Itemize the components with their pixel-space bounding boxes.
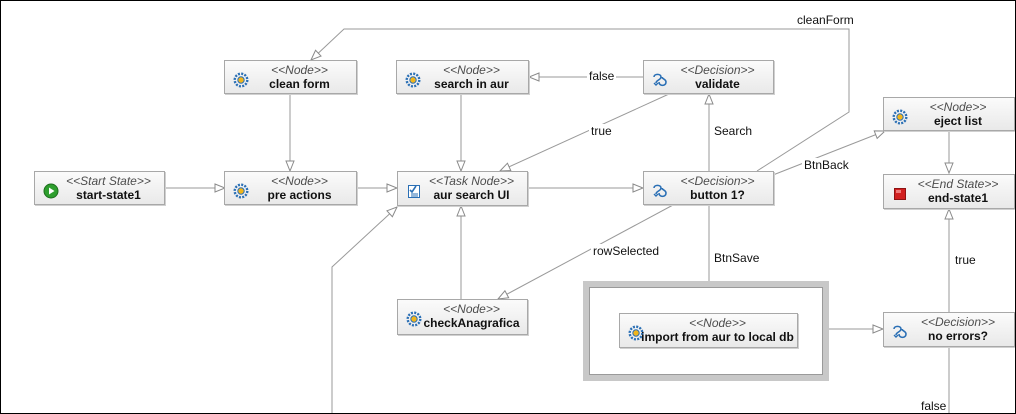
node-stereotype: <<Node>> [271, 63, 328, 77]
edge-label-btnback: BtnBack [802, 158, 851, 172]
node-search-in-aur[interactable]: <<Node>> search in aur [396, 60, 529, 94]
node-check-anagrafica[interactable]: <<Node>> checkAnagrafica [397, 299, 528, 335]
node-name: end-state1 [927, 191, 989, 205]
node-stereotype: <<Node>> [271, 174, 328, 188]
node-stereotype: <<Task Node>> [429, 174, 514, 188]
node-stereotype: <<Node>> [443, 302, 500, 316]
gear-icon [892, 109, 908, 125]
edge-validate-true[interactable] [500, 93, 670, 171]
end-icon [892, 186, 908, 202]
node-eject-list[interactable]: <<Node>> eject list [883, 97, 1015, 131]
edge-to-searchui-from-left[interactable] [331, 207, 397, 413]
node-name: no errors? [927, 329, 988, 343]
gear-icon [406, 311, 422, 327]
start-icon [43, 183, 59, 199]
edge-label-rowselected: rowSelected [591, 244, 662, 258]
edge-label-true-noerrors: true [953, 253, 978, 267]
node-name: pre actions [267, 188, 332, 202]
gear-icon [405, 72, 421, 88]
decision-icon [652, 183, 668, 199]
node-name: checkAnagrafica [423, 316, 520, 330]
gear-icon [628, 325, 644, 341]
node-button-1[interactable]: <<Decision>> button 1? [643, 171, 774, 205]
node-name: validate [695, 77, 740, 91]
node-name: import from aur to local db [641, 330, 794, 344]
node-clean-form[interactable]: <<Node>> clean form [224, 60, 357, 94]
node-name: button 1? [690, 188, 745, 202]
task-icon [406, 183, 422, 199]
node-name: eject list [933, 114, 983, 128]
import-frame-inner [589, 287, 823, 375]
edge-button1-cleanform[interactable] [311, 28, 850, 172]
edge-button1-btnback[interactable] [772, 131, 885, 176]
node-no-errors[interactable]: <<Decision>> no errors? [883, 312, 1015, 347]
decision-icon [652, 72, 668, 88]
node-pre-actions[interactable]: <<Node>> pre actions [224, 171, 357, 205]
node-stereotype: <<Decision>> [680, 174, 755, 188]
node-end-state1[interactable]: <<End State>> end-state1 [883, 174, 1015, 209]
edge-label-cleanform: cleanForm [795, 13, 856, 27]
gear-icon [233, 72, 249, 88]
node-name: start-state1 [76, 188, 141, 202]
decision-icon [892, 324, 908, 340]
node-name: search in aur [434, 77, 509, 91]
node-validate[interactable]: <<Decision>> validate [643, 60, 774, 94]
node-stereotype: <<Node>> [689, 316, 746, 330]
node-stereotype: <<Node>> [929, 100, 987, 114]
node-stereotype: <<End State>> [917, 177, 999, 191]
edge-label-false-noerrors: false [919, 399, 949, 413]
node-stereotype: <<Decision>> [680, 63, 755, 77]
gear-icon [233, 183, 249, 199]
edge-label-false-validate: false [587, 69, 617, 83]
edge-label-search: Search [712, 124, 755, 138]
node-stereotype: <<Decision>> [920, 315, 996, 329]
node-aur-search-ui[interactable]: <<Task Node>> aur search UI [397, 171, 528, 206]
edge-label-btnsave: BtnSave [712, 251, 762, 265]
node-name: aur search UI [433, 188, 510, 202]
node-name: clean form [269, 77, 330, 91]
edge-button1-rowselected[interactable] [498, 204, 674, 299]
node-start-state1[interactable]: <<Start State>> start-state1 [34, 171, 165, 205]
node-import-from-aur[interactable]: <<Node>> import from aur to local db [619, 313, 798, 348]
node-stereotype: <<Node>> [443, 63, 500, 77]
node-stereotype: <<Start State>> [66, 174, 151, 188]
edge-label-true-validate: true [589, 124, 614, 138]
